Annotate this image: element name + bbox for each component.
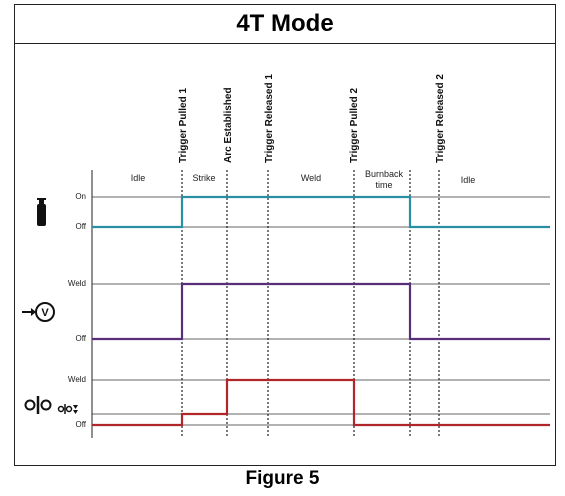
event-label-trigger-released-1: Trigger Released 1	[264, 74, 275, 163]
phase-label-idle-2: Idle	[461, 175, 476, 185]
wire-feed-signal-trace	[92, 378, 550, 427]
gas-signal-trace	[92, 195, 550, 229]
title-bar: 4T Mode	[15, 5, 555, 44]
event-dashed-lines	[181, 170, 440, 438]
voltage-off-label: Off	[75, 334, 86, 343]
phase-label-strike: Strike	[192, 173, 215, 183]
event-label-arc-established: Arc Established	[223, 87, 234, 163]
gas-cylinder-icon	[37, 198, 46, 226]
voltage-weld-label: Weld	[68, 279, 86, 288]
phase-label-burnback-time: time	[375, 180, 392, 190]
wire-feed-icon	[24, 396, 78, 414]
wire-off-label: Off	[75, 420, 86, 429]
phase-label-burnback: Burnback	[365, 169, 404, 179]
event-label-trigger-pulled-1: Trigger Pulled 1	[178, 88, 189, 163]
voltage-signal-trace	[92, 282, 550, 341]
phase-label-idle-1: Idle	[131, 173, 146, 183]
phase-label-weld: Weld	[301, 173, 321, 183]
svg-text:V: V	[41, 307, 49, 319]
voltage-icon: V	[22, 302, 55, 322]
wire-weld-label: Weld	[68, 375, 86, 384]
gas-on-label: On	[75, 192, 86, 201]
figure-caption: Figure 5	[245, 468, 320, 489]
diagram-title: 4T Mode	[236, 10, 334, 37]
gas-off-label: Off	[75, 222, 86, 231]
event-label-trigger-pulled-2: Trigger Pulled 2	[349, 88, 360, 163]
event-label-trigger-released-2: Trigger Released 2	[435, 74, 446, 163]
reference-lines	[92, 196, 550, 426]
diagram-frame: 4T Mode	[14, 4, 556, 466]
